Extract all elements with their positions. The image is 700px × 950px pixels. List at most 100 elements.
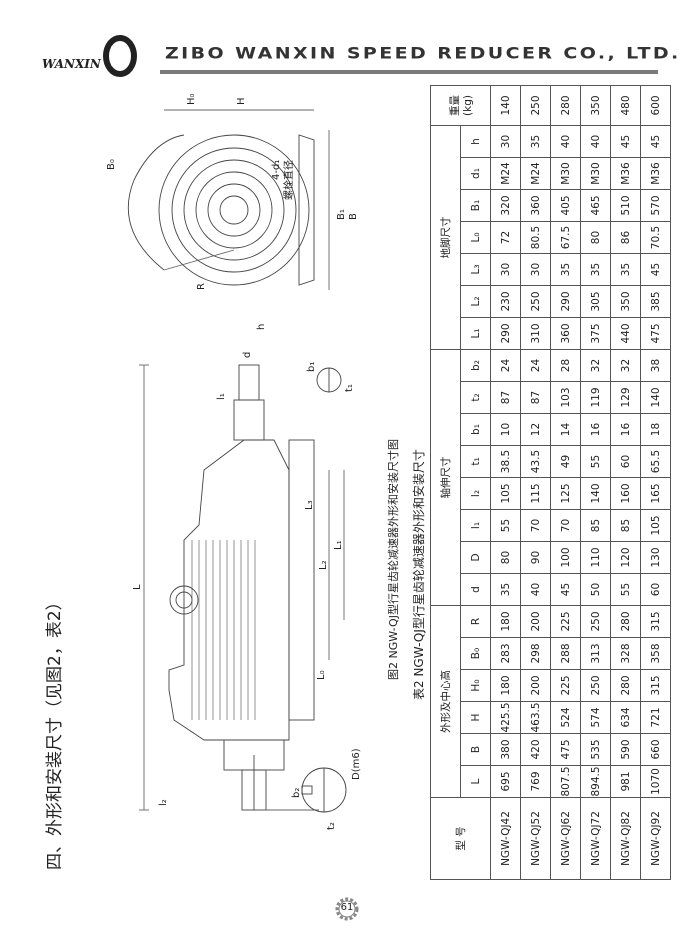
- table-cell: 420: [520, 733, 551, 766]
- table-cell: 130: [640, 541, 671, 574]
- table-cell: NGW-QJ62: [550, 797, 581, 880]
- dim-H: H: [236, 97, 247, 105]
- table-cell: 535: [580, 733, 611, 766]
- table-cell: 250: [520, 85, 551, 126]
- table-cell: 119: [580, 381, 611, 414]
- table-cell: 250: [580, 669, 611, 702]
- input-shaft: [238, 364, 260, 401]
- dim-d: d: [242, 352, 253, 358]
- wanxin-logo: WANXIN: [42, 35, 137, 77]
- table-cell: 425.5: [490, 701, 521, 734]
- table-cell: 290: [550, 285, 581, 318]
- dim-D: D(m6): [351, 748, 362, 780]
- table-cell: 28: [550, 349, 581, 382]
- table-cell: 310: [520, 317, 551, 350]
- table-cell: 250: [580, 605, 611, 638]
- table-cell: 380: [490, 733, 521, 766]
- dim-L: L: [132, 584, 143, 590]
- col-header: L₀: [460, 221, 491, 254]
- table-cell: 86: [610, 221, 641, 254]
- table-cell: 315: [640, 669, 671, 702]
- table-cell: 16: [610, 413, 641, 446]
- dim-L2: L₂: [318, 560, 329, 570]
- table-cell: 38.5: [490, 445, 521, 478]
- table-cell: 769: [520, 765, 551, 798]
- dim-b1: b₁: [306, 362, 317, 372]
- table-cell: 55: [610, 573, 641, 606]
- table-cell: 385: [640, 285, 671, 318]
- col-header: l₂: [460, 477, 491, 510]
- table-cell: 72: [490, 221, 521, 254]
- col-header: L: [460, 765, 491, 798]
- table-cell: 358: [640, 637, 671, 670]
- table-cell: 30: [490, 253, 521, 286]
- table-cell: 103: [550, 381, 581, 414]
- table-cell: 250: [520, 285, 551, 318]
- col-header: R: [460, 605, 491, 638]
- table-cell: 375: [580, 317, 611, 350]
- table-cell: 480: [610, 85, 641, 126]
- table-cell: 65.5: [640, 445, 671, 478]
- table-cell: 35: [580, 253, 611, 286]
- header-weight: 重量 (kg): [430, 85, 491, 126]
- table-cell: 524: [550, 701, 581, 734]
- col-header: t₂: [460, 381, 491, 414]
- col-header: b₁: [460, 413, 491, 446]
- table-cell: M24: [520, 157, 551, 190]
- col-header: b₂: [460, 349, 491, 382]
- table-cell: 405: [550, 189, 581, 222]
- table-cell: NGW-QJ82: [610, 797, 641, 880]
- rotated-content: 四、外形和安装尺寸（见图2，表2）: [40, 40, 671, 880]
- table-cell: 87: [520, 381, 551, 414]
- figure-caption: 图2 NGW-QJ型行星齿轮减速器外形和安装尺寸图: [387, 439, 400, 680]
- table-cell: 35: [550, 253, 581, 286]
- table-cell: 463.5: [520, 701, 551, 734]
- col-header: L₃: [460, 253, 491, 286]
- table-cell: 90: [520, 541, 551, 574]
- table-cell: 225: [550, 669, 581, 702]
- dim-L3: L₃: [304, 500, 315, 510]
- table-cell: 660: [640, 733, 671, 766]
- table-cell: 574: [580, 701, 611, 734]
- table-cell: 807.5: [550, 765, 581, 798]
- col-header: D: [460, 541, 491, 574]
- table-title: 表2 NGW-QJ型行星齿轮减速器外形和安装尺寸: [412, 449, 426, 700]
- end-view: [127, 109, 330, 290]
- table-cell: 70.5: [640, 221, 671, 254]
- col-header: t₁: [460, 445, 491, 478]
- table-cell: 45: [550, 573, 581, 606]
- table-cell: 10: [490, 413, 521, 446]
- table-cell: 35: [490, 573, 521, 606]
- header-shaft: 轴伸尺寸: [430, 349, 461, 606]
- table-cell: 60: [640, 573, 671, 606]
- page-number: 61: [340, 902, 354, 913]
- dim-L0: L₀: [316, 670, 327, 680]
- table-cell: 280: [610, 605, 641, 638]
- section-title: 四、外形和安装尺寸（见图2，表2）: [45, 593, 65, 870]
- table-cell: 283: [490, 637, 521, 670]
- table-cell: 45: [640, 125, 671, 158]
- table-cell: 894.5: [580, 765, 611, 798]
- table-cell: 305: [580, 285, 611, 318]
- table-cell: 80.5: [520, 221, 551, 254]
- table-cell: 70: [550, 509, 581, 542]
- table-cell: 360: [520, 189, 551, 222]
- dim-t1: t₁: [344, 384, 355, 392]
- table-cell: M30: [550, 157, 581, 190]
- table-cell: 100: [550, 541, 581, 574]
- table-cell: 45: [640, 253, 671, 286]
- col-header: L₂: [460, 285, 491, 318]
- table-cell: 634: [610, 701, 641, 734]
- spec-table: 型 号 外形及中心高 轴伸尺寸 地脚尺寸 重量 (kg) L B H H₀ B₀…: [430, 85, 671, 880]
- col-header: B: [460, 733, 491, 766]
- table-cell: 24: [520, 349, 551, 382]
- table-cell: 160: [610, 477, 641, 510]
- table-cell: 570: [640, 189, 671, 222]
- table-cell: 85: [580, 509, 611, 542]
- table-cell: 38: [640, 349, 671, 382]
- dim-H0: H₀: [186, 93, 197, 105]
- header-model: 型 号: [430, 797, 491, 880]
- col-header: B₁: [460, 189, 491, 222]
